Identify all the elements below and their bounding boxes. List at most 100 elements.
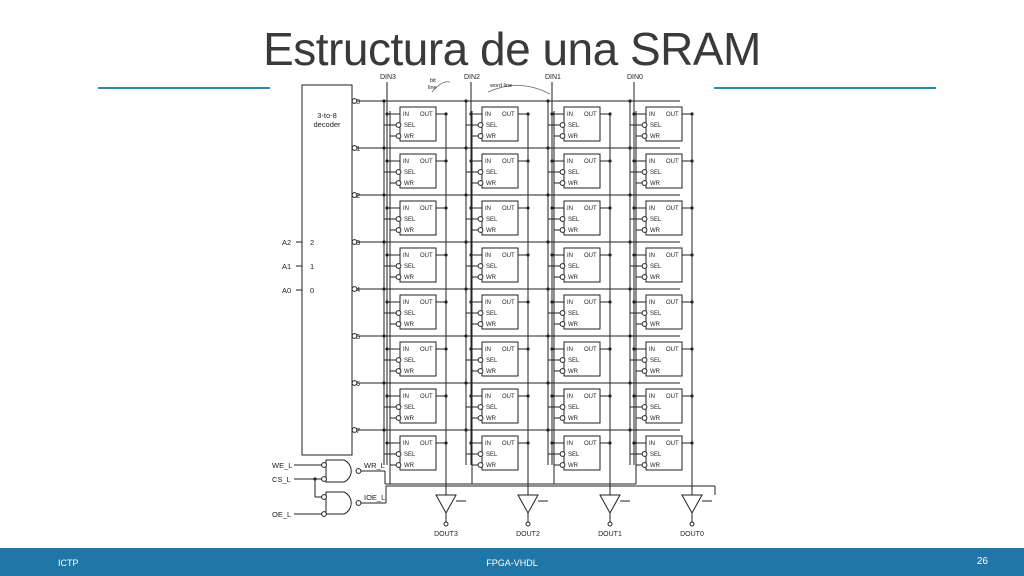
cell-pin-in: IN — [485, 206, 491, 212]
inversion-bubble — [559, 180, 566, 186]
inversion-bubble — [395, 263, 402, 269]
cell-pin-in: IN — [649, 347, 655, 353]
cell-pin-in: IN — [649, 300, 655, 306]
cell-pin-sel: SEL — [486, 405, 498, 411]
junction-dot — [313, 477, 317, 481]
inversion-bubble — [559, 216, 566, 222]
junction-dot — [385, 206, 389, 210]
cell-pin-wr: WR — [568, 416, 579, 422]
cell-pin-wr: WR — [650, 228, 661, 234]
memory-cell — [481, 200, 519, 236]
cell-pin-in: IN — [485, 347, 491, 353]
cell-pin-sel: SEL — [404, 358, 416, 364]
memory-cell — [399, 200, 437, 236]
junction-dot — [632, 394, 636, 398]
inversion-bubble — [395, 274, 402, 280]
memory-cell — [481, 388, 519, 424]
inversion-bubble — [395, 321, 402, 327]
junction-dot — [550, 394, 554, 398]
cell-pin-in: IN — [485, 394, 491, 400]
cell-pin-out: OUT — [420, 253, 433, 259]
cell-pin-out: OUT — [502, 159, 515, 165]
cell-pin-sel: SEL — [404, 311, 416, 317]
inversion-bubble — [321, 462, 327, 468]
cell-pin-sel: SEL — [404, 170, 416, 176]
dout-terminal — [607, 521, 613, 527]
sram-diagram: 3-to-8decoderDIN3DIN2DIN1DIN001234567A22… — [272, 74, 716, 538]
inversion-bubble — [559, 122, 566, 128]
cell-pin-out: OUT — [584, 112, 597, 118]
memory-cell — [645, 435, 683, 471]
word-line-arrow — [487, 85, 551, 95]
cell-pin-out: OUT — [420, 112, 433, 118]
inversion-bubble — [477, 415, 484, 421]
cell-pin-in: IN — [403, 300, 409, 306]
inversion-bubble — [641, 404, 648, 410]
cell-pin-in: IN — [403, 206, 409, 212]
inversion-bubble — [395, 310, 402, 316]
memory-cell — [645, 388, 683, 424]
cell-pin-in: IN — [403, 394, 409, 400]
cell-pin-in: IN — [485, 112, 491, 118]
cell-pin-wr: WR — [568, 463, 579, 469]
inversion-bubble — [477, 368, 484, 374]
inversion-bubble — [351, 239, 358, 245]
cell-pin-out: OUT — [502, 441, 515, 447]
memory-cell — [563, 341, 601, 377]
cell-pin-sel: SEL — [650, 170, 662, 176]
inversion-bubble — [641, 415, 648, 421]
cell-pin-wr: WR — [486, 322, 497, 328]
junction-dot — [385, 300, 389, 304]
page-number: 26 — [976, 556, 988, 567]
cell-pin-out: OUT — [666, 112, 679, 118]
cell-pin-sel: SEL — [404, 217, 416, 223]
inversion-bubble — [321, 476, 327, 482]
cell-pin-out: OUT — [584, 441, 597, 447]
wr-output-label: WR_L — [364, 461, 385, 470]
footer-bar: ICTP FPGA-VHDL 26 — [0, 548, 1024, 576]
din-label: DIN3 — [380, 74, 396, 81]
cell-pin-sel: SEL — [568, 123, 580, 129]
cell-pin-sel: SEL — [568, 311, 580, 317]
inversion-bubble — [559, 357, 566, 363]
cell-pin-out: OUT — [584, 253, 597, 259]
inversion-bubble — [395, 462, 402, 468]
cell-pin-in: IN — [403, 253, 409, 259]
cell-pin-sel: SEL — [650, 452, 662, 458]
cell-pin-out: OUT — [420, 300, 433, 306]
address-input-label: A2 — [282, 238, 291, 247]
cell-pin-in: IN — [649, 253, 655, 259]
inversion-bubble — [395, 415, 402, 421]
inversion-bubble — [559, 310, 566, 316]
tristate-buffer — [435, 494, 457, 515]
inversion-bubble — [641, 227, 648, 233]
inversion-bubble — [641, 216, 648, 222]
decoder-input-pin: 2 — [310, 238, 314, 247]
cell-pin-in: IN — [485, 253, 491, 259]
cell-pin-out: OUT — [420, 206, 433, 212]
cell-pin-out: OUT — [420, 441, 433, 447]
decoder-input-pin: 0 — [310, 286, 314, 295]
inversion-bubble — [395, 122, 402, 128]
dout-label: DOUT1 — [598, 531, 622, 538]
slide-title: Estructura de una SRAM — [263, 23, 761, 75]
inversion-bubble — [351, 192, 358, 198]
cell-pin-wr: WR — [404, 228, 415, 234]
cell-pin-sel: SEL — [650, 405, 662, 411]
inversion-bubble — [395, 404, 402, 410]
cell-pin-wr: WR — [568, 228, 579, 234]
memory-cell — [481, 294, 519, 330]
memory-cell — [481, 153, 519, 189]
cell-pin-sel: SEL — [486, 311, 498, 317]
inversion-bubble — [477, 133, 484, 139]
cell-pin-sel: SEL — [486, 264, 498, 270]
inversion-bubble — [351, 427, 358, 433]
memory-cell — [399, 341, 437, 377]
cell-pin-in: IN — [485, 300, 491, 306]
cell-pin-out: OUT — [584, 300, 597, 306]
cell-pin-wr: WR — [650, 181, 661, 187]
control-input-label: OE_L — [272, 510, 291, 519]
inversion-bubble — [559, 169, 566, 175]
cell-pin-in: IN — [567, 441, 573, 447]
title-underline-left — [98, 87, 270, 89]
